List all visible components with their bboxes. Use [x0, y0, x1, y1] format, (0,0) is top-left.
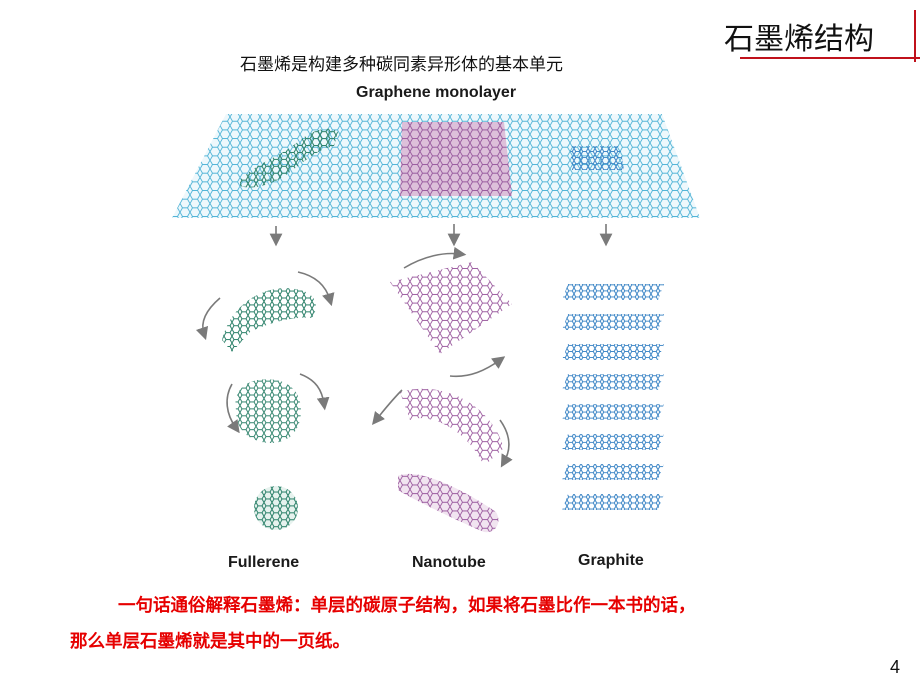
graphite-stack — [562, 284, 664, 510]
graphene-monolayer-label: Graphene monolayer — [356, 84, 517, 101]
fullerene-column — [195, 271, 335, 530]
fullerene-label: Fullerene — [228, 554, 300, 571]
graphene-sheet — [172, 114, 700, 218]
title-side-rule — [914, 10, 916, 62]
figure-subtitle: 石墨烯是构建多种碳同素异形体的基本单元 — [240, 55, 563, 75]
nanotube-column — [372, 246, 513, 533]
note-line-2: 那么单层石墨烯就是其中的一页纸。 — [70, 632, 350, 652]
slide-title: 石墨烯结构 — [724, 22, 874, 57]
nanotube-label: Nanotube — [412, 554, 486, 571]
sheet-arrows — [269, 224, 613, 247]
note-line-1: 一句话通俗解释石墨烯：单层的碳原子结构，如果将石墨比作一本书的话， — [118, 596, 696, 616]
graphite-label: Graphite — [578, 552, 644, 569]
title-underline — [740, 57, 920, 59]
page-number: 4 — [890, 657, 901, 677]
